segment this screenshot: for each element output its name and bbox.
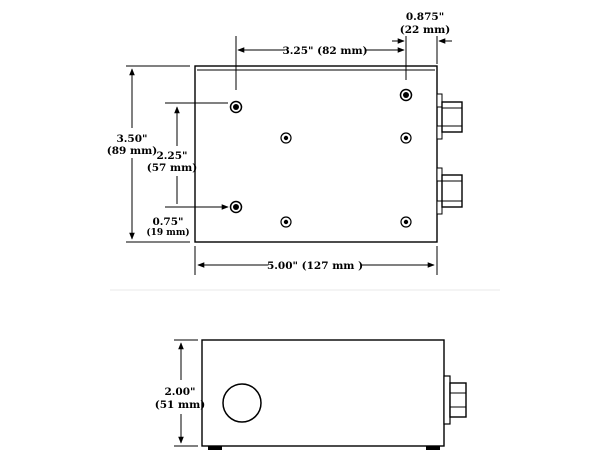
- dim-label-3-50-mm: (89 mm): [107, 145, 157, 157]
- dim-label-2-25-in: 2.25": [156, 150, 187, 162]
- connector-upper: [436, 93, 463, 140]
- top-view: 3.25" (82 mm) 0.875" (22 mm) 3.50" (89 m…: [107, 11, 463, 275]
- dim-label-3-25: 3.25" (82 mm): [282, 45, 367, 57]
- screw-upper-right: [400, 132, 412, 144]
- screw-upper-left: [280, 132, 292, 144]
- dimension-width-3-25: 3.25" (82 mm): [235, 36, 407, 90]
- dimension-height-2-00: 2.00" (51 mm): [155, 339, 205, 447]
- dim-label-0-75-mm: (19 mm): [146, 227, 189, 238]
- screw-lower-right: [400, 216, 412, 228]
- dim-label-2-00-mm: (51 mm): [155, 399, 205, 411]
- dim-label-0-875-in: 0.875": [406, 11, 444, 23]
- dim-label-0-75-in: 0.75": [152, 216, 183, 228]
- dim-label-0-875-mm: (22 mm): [400, 24, 450, 36]
- connector-lower: [436, 167, 463, 215]
- dimension-offset-0-875: 0.875" (22 mm): [392, 11, 452, 64]
- dimension-length-5-00: 5.00" (127 mm ): [194, 246, 438, 275]
- side-view: 2.00" (51 mm): [155, 339, 467, 450]
- mounting-hole-top-left: [229, 100, 243, 114]
- dimension-height-3-50: 3.50" (89 mm): [107, 65, 190, 243]
- dim-label-3-50-in: 3.50": [116, 133, 147, 145]
- mounting-hole-bottom-left: [229, 200, 243, 214]
- round-port: [222, 383, 262, 423]
- dimension-bottom-0-75: 0.75" (19 mm): [146, 216, 189, 238]
- foot-right: [426, 446, 440, 450]
- dimension-holes-2-25: 2.25" (57 mm): [147, 102, 229, 210]
- side-connector: [443, 375, 467, 425]
- dim-label-5-00: 5.00" (127 mm ): [267, 260, 363, 272]
- dim-label-2-25-mm: (57 mm): [147, 162, 197, 174]
- foot-left: [208, 446, 222, 450]
- dim-label-2-00-in: 2.00": [164, 386, 195, 398]
- mounting-hole-top-right: [399, 88, 413, 102]
- screw-lower-left: [280, 216, 292, 228]
